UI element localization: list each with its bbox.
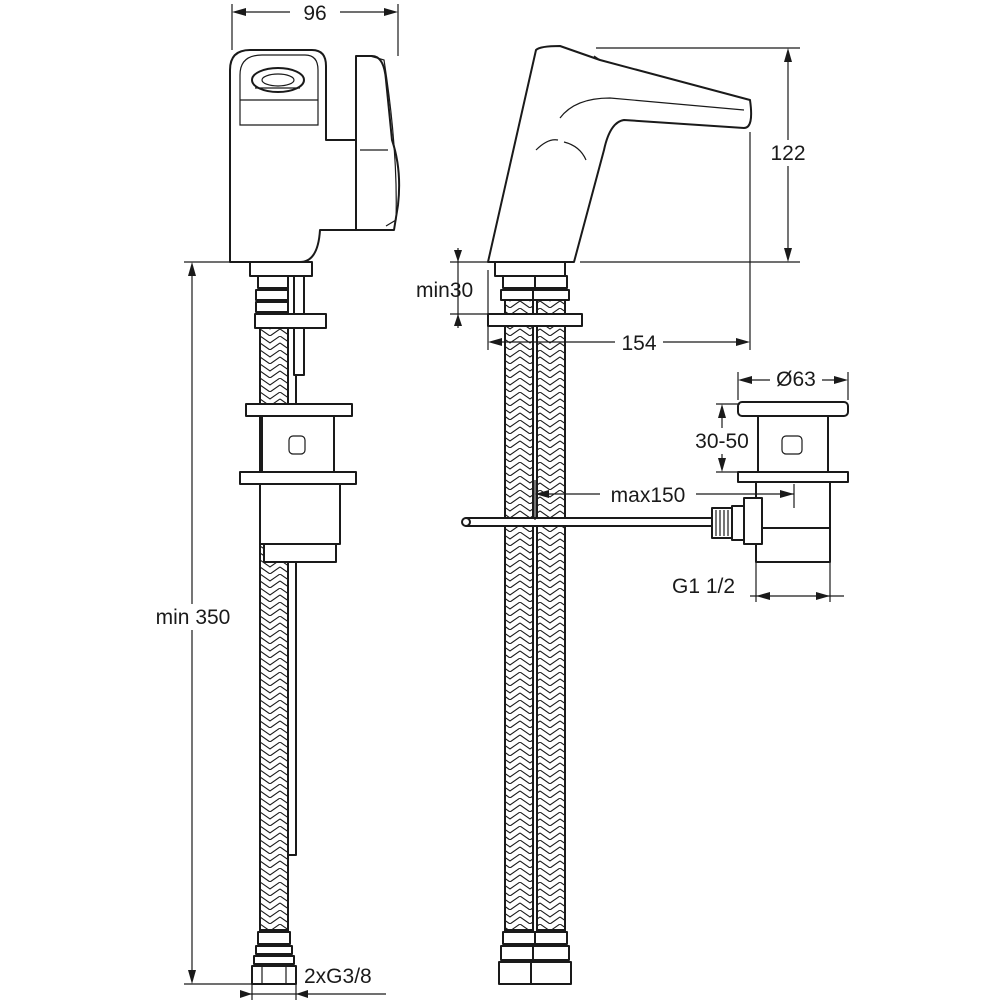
hose-bottom-fittings-front <box>498 931 572 985</box>
label-drain-diameter: Ø63 <box>776 368 816 391</box>
side-view <box>229 49 401 985</box>
label-height: 122 <box>770 142 805 165</box>
dim-hose-length: min 350 <box>150 261 252 985</box>
hose-front-right <box>536 289 566 931</box>
hose-front-left <box>504 289 534 931</box>
hose-top-fitting-side <box>255 275 293 313</box>
dim-min-clearance: min30 <box>416 248 490 328</box>
popup-button-side <box>251 67 305 93</box>
dim-rod-length: max150 <box>534 480 795 520</box>
label-hose-length: min 350 <box>156 606 231 629</box>
dim-height: 122 <box>580 47 810 263</box>
lever-side <box>355 55 401 231</box>
label-spout-reach: 154 <box>621 332 656 355</box>
hose-bottom-fitting-side <box>251 931 297 985</box>
hose-side <box>259 289 289 931</box>
dim-spout-reach: 154 <box>487 132 751 355</box>
faucet-body-front <box>487 45 753 263</box>
dim-drain-diameter: Ø63 <box>737 366 849 400</box>
drain-side <box>239 403 357 563</box>
label-hose-thread: 2xG3/8 <box>304 965 372 988</box>
label-drain-thread: G1 1/2 <box>672 575 735 598</box>
dim-drain-adjust: 30-50 <box>690 403 754 473</box>
dim-body-width: 96 <box>231 2 399 56</box>
label-body-width: 96 <box>303 2 326 25</box>
faucet-body-side <box>229 49 357 263</box>
drain-view <box>737 401 849 563</box>
label-min-clearance: min30 <box>416 279 473 302</box>
dim-drain-thread: G1 1/2 <box>668 562 844 602</box>
label-rod-length: max150 <box>611 484 686 507</box>
clamp-bracket-side <box>254 313 327 329</box>
front-view <box>461 45 753 985</box>
dim-hose-thread: 2xG3/8 <box>240 964 386 1000</box>
label-drain-adjust: 30-50 <box>695 430 749 453</box>
hose-top-fittings-front <box>487 275 583 327</box>
pull-rod-front <box>461 505 747 541</box>
